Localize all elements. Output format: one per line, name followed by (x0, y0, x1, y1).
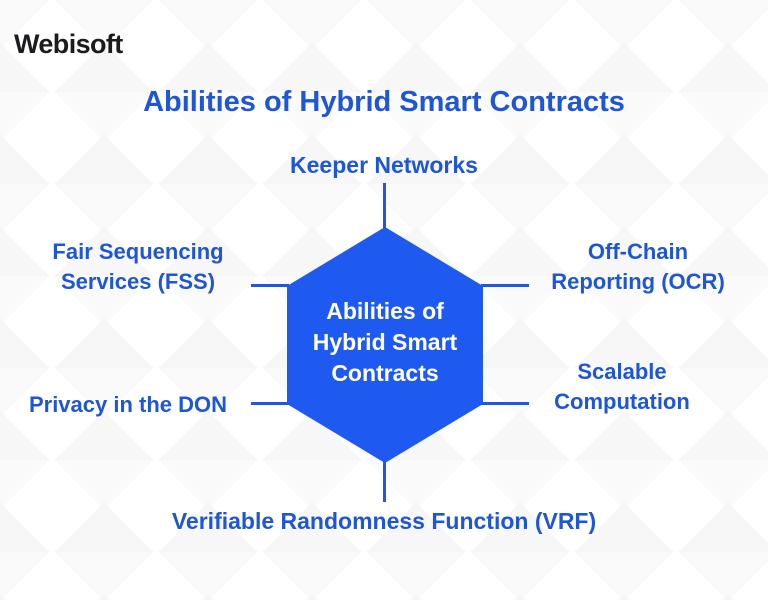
webisoft-logo: Webisoft (14, 29, 123, 59)
node-fss-line-1: Fair Sequencing (52, 239, 224, 264)
node-off-chain-reporting: Off-Chain Reporting (OCR) (532, 237, 744, 297)
page-title: Abilities of Hybrid Smart Contracts (143, 86, 625, 118)
connector-right-upper (481, 284, 529, 287)
hexagon-shape (287, 227, 483, 463)
node-keeper-networks: Keeper Networks (290, 152, 478, 178)
node-verifiable-randomness-function: Verifiable Randomness Function (VRF) (171, 508, 597, 534)
connector-left-lower (251, 402, 289, 405)
node-ocr-line-2: Reporting (OCR) (551, 269, 725, 294)
node-scalable-line-2: Computation (554, 389, 690, 414)
connector-left-upper (251, 284, 289, 287)
connector-right-lower (481, 402, 529, 405)
hexagon-center-label: Abilities of Hybrid Smart Contracts (287, 296, 483, 389)
node-scalable-line-1: Scalable (577, 359, 667, 384)
node-scalable-computation: Scalable Computation (538, 357, 706, 417)
node-fair-sequencing-services: Fair Sequencing Services (FSS) (28, 237, 248, 297)
node-privacy-in-the-don: Privacy in the DON (28, 392, 228, 417)
hexagon-label-line-3: Contracts (331, 360, 439, 386)
hexagon-label-line-2: Hybrid Smart (312, 329, 458, 355)
node-fss-line-2: Services (FSS) (60, 269, 216, 294)
node-ocr-line-1: Off-Chain (587, 239, 689, 264)
connector-top (383, 183, 386, 228)
connector-bottom (383, 462, 386, 502)
hexagon-label-line-1: Abilities of (326, 298, 444, 324)
